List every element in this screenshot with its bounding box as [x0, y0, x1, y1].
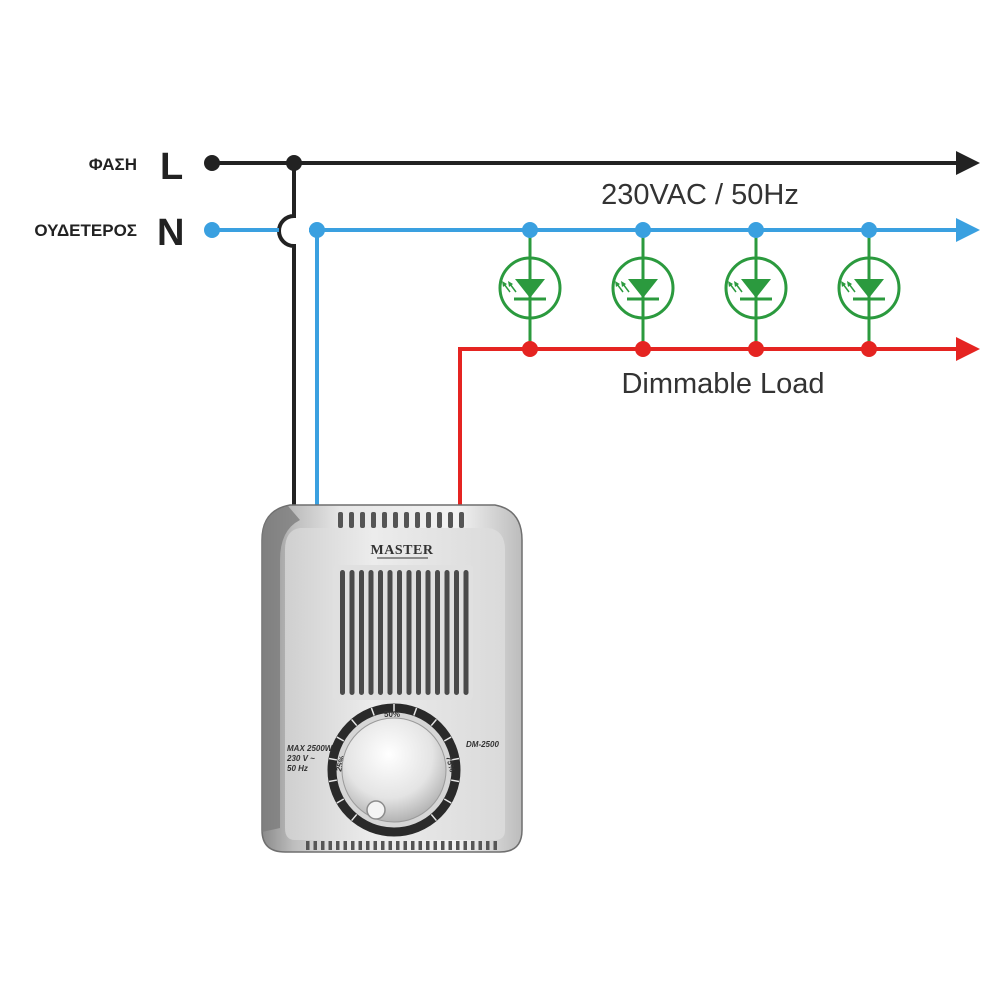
device-model-label: DM-2500	[466, 740, 499, 749]
device-grille-slots	[340, 570, 469, 695]
led-load-3	[724, 222, 788, 357]
led-load-4	[837, 222, 901, 357]
supply-voltage-label: 230VAC / 50Hz	[601, 179, 799, 211]
device-rating-line-2: 230 V ~	[286, 754, 315, 763]
neutral-node	[748, 222, 764, 238]
device-top-vents	[338, 512, 464, 528]
led-diode-icon	[628, 279, 658, 298]
dial-ticks	[328, 704, 460, 822]
device-rating-line-3: 50 Hz	[287, 764, 308, 773]
led-load-1	[498, 222, 562, 357]
load-line	[458, 337, 980, 510]
phase-line	[204, 151, 980, 510]
device-bottom-vents	[306, 841, 497, 850]
dial-mark-75: 75%	[444, 755, 457, 773]
load-node	[522, 341, 538, 357]
led-load-2	[611, 222, 675, 357]
phase-arrow	[956, 151, 980, 175]
neutral-letter-label: N	[157, 212, 184, 254]
led-diode-icon	[854, 279, 884, 298]
phase-name-label: ΦΑΣΗ	[89, 155, 137, 174]
led-diode-icon	[741, 279, 771, 298]
device-brand-label: MASTER	[371, 543, 434, 558]
load-node	[635, 341, 651, 357]
dial-mark-50: 50%	[384, 710, 400, 719]
knob-indicator	[366, 800, 386, 820]
load-node	[748, 341, 764, 357]
load-label: Dimmable Load	[621, 368, 824, 400]
neutral-terminal	[204, 222, 220, 238]
neutral-node	[635, 222, 651, 238]
phase-letter-label: L	[160, 146, 183, 188]
dimmer-knob[interactable]	[341, 717, 447, 823]
neutral-name-label: ΟΥΔΕΤΕΡΟΣ	[34, 221, 137, 240]
neutral-node	[861, 222, 877, 238]
load-node	[861, 341, 877, 357]
device-rating-line-1: MAX 2500W	[287, 744, 334, 753]
neutral-node	[522, 222, 538, 238]
led-loads	[498, 222, 901, 357]
led-diode-icon	[515, 279, 545, 298]
load-arrow	[956, 337, 980, 361]
phase-terminal	[204, 155, 220, 171]
neutral-arrow	[956, 218, 980, 242]
dimmer-device: MASTER MAX 2500W 230 V ~ 50 Hz DM-2500 2…	[261, 504, 523, 853]
